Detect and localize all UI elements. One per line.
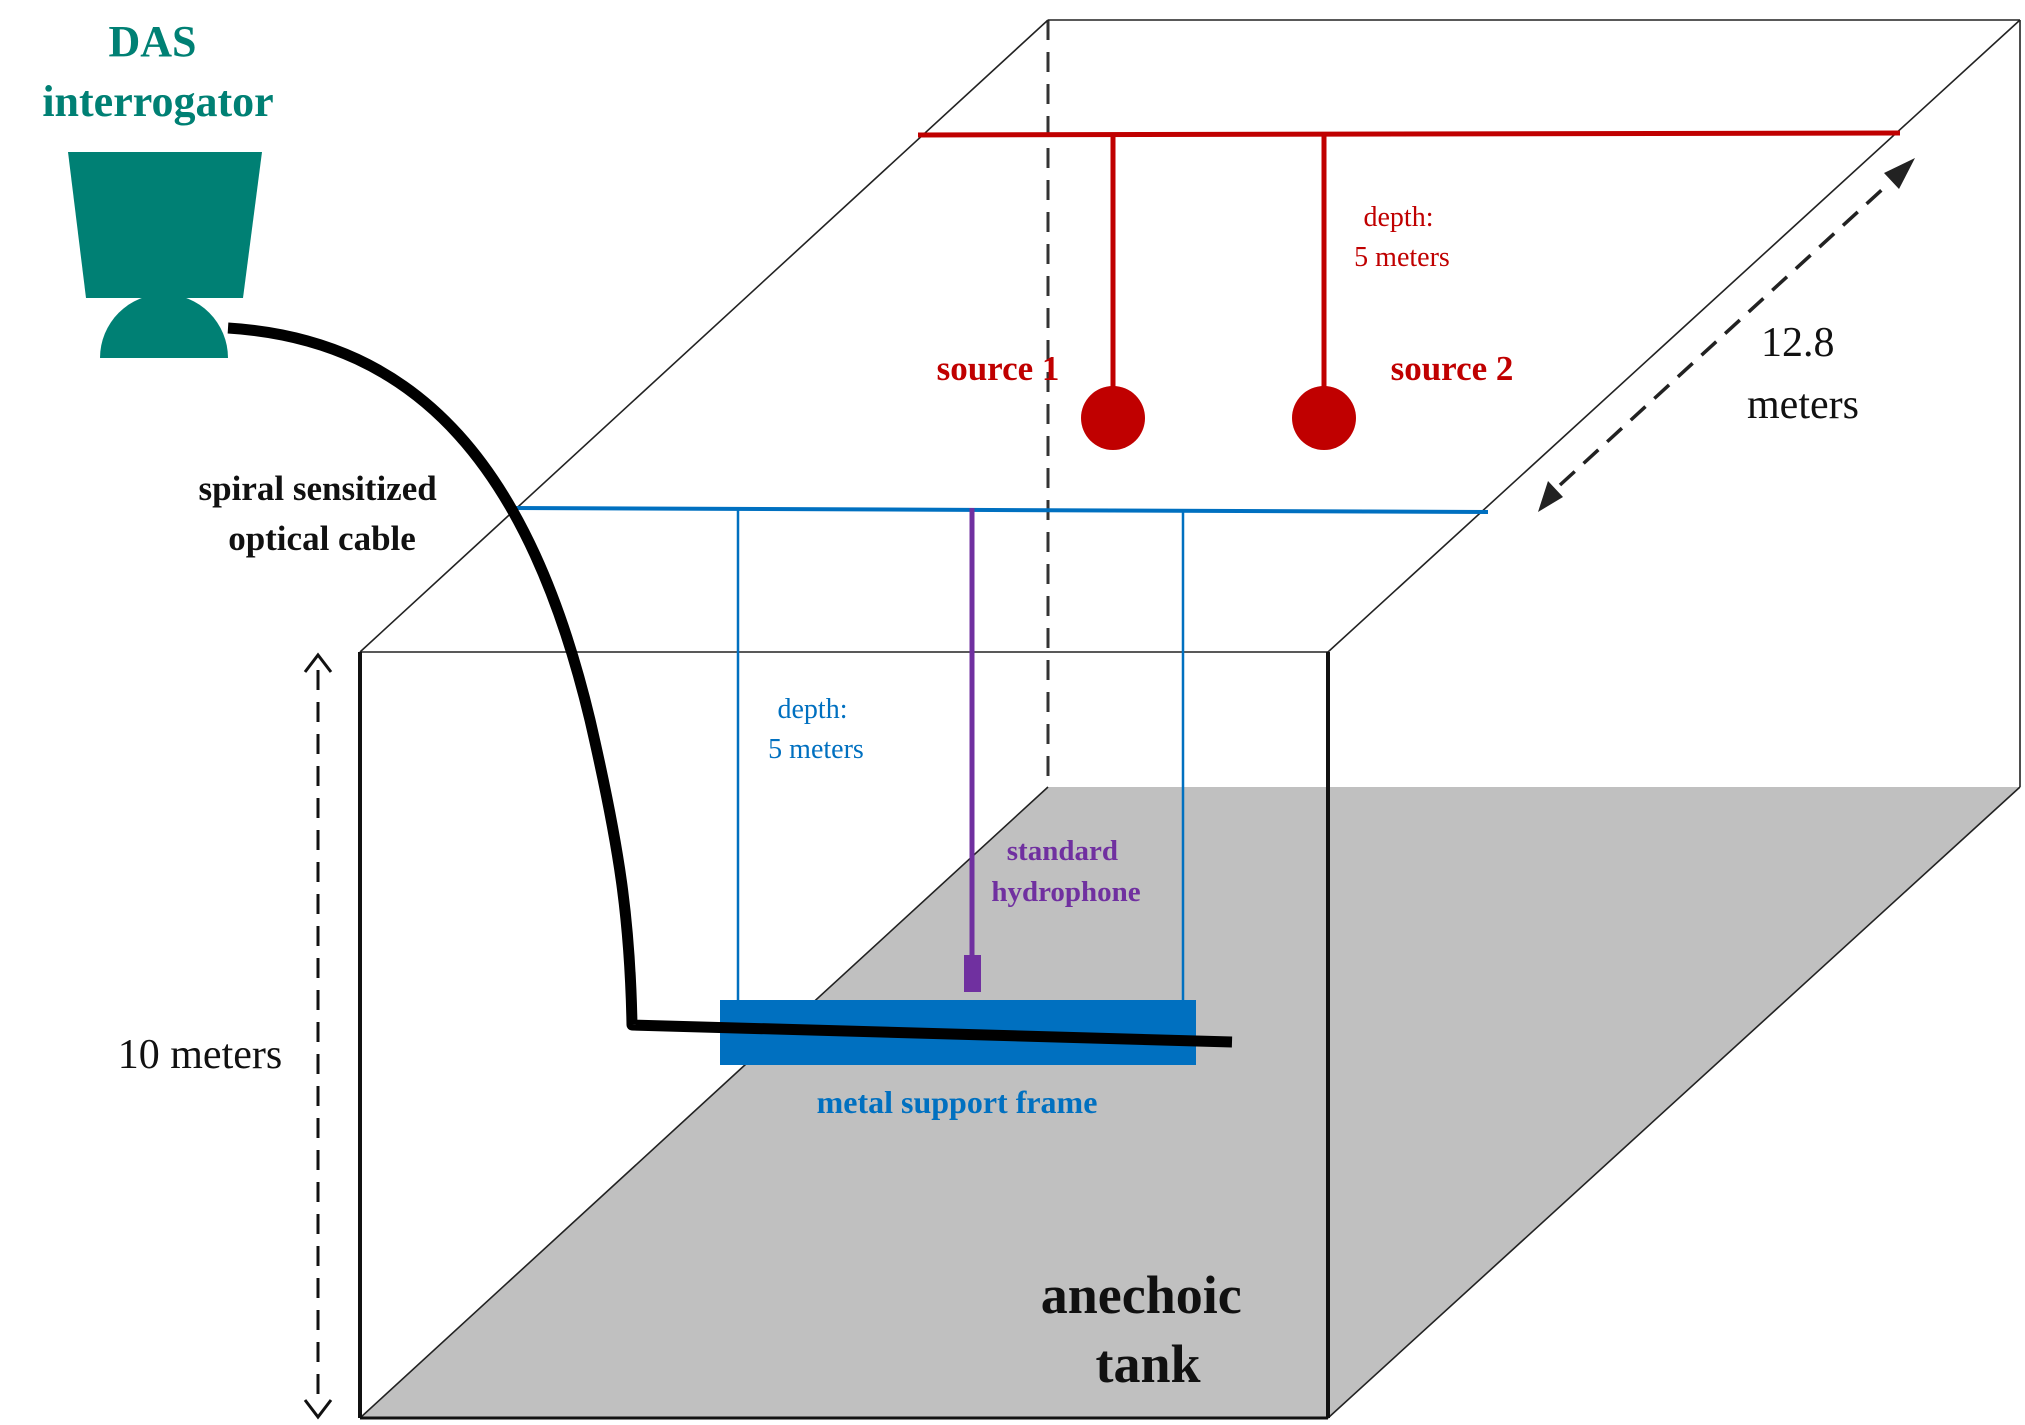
source1-marker (1081, 386, 1145, 450)
source-rig (917, 130, 1901, 410)
interrogator-label: DAS interrogator (42, 17, 273, 126)
width-dimension-label: 12.8 meters (1747, 320, 1859, 428)
das-interrogator-dome (100, 294, 228, 358)
das-interrogator-device (68, 152, 262, 298)
frame-label: metal support frame (817, 1084, 1098, 1120)
hydrophone-label: standard hydrophone (991, 835, 1140, 908)
cable-label: spiral sensitized optical cable (199, 469, 446, 558)
source-depth-label: depth: 5 meters (1354, 202, 1450, 273)
height-dimension-arrow (303, 652, 333, 1420)
source-bar (917, 130, 1901, 138)
source2-marker (1292, 386, 1356, 450)
frame-bar (512, 506, 1489, 514)
hydrophone-body (964, 955, 981, 992)
tank-label: anechoic tank (1041, 1265, 1255, 1394)
tank-floor (360, 787, 2020, 1418)
width-dimension-arrow (1538, 158, 1915, 512)
frame-rig (512, 506, 1489, 1000)
height-dimension-label: 10 meters (118, 1032, 282, 1078)
source2-label: source 2 (1391, 349, 1514, 388)
source1-label: source 1 (937, 349, 1060, 388)
tank-outline (359, 19, 2021, 1419)
optical-cable (227, 322, 1233, 1048)
frame-depth-label: depth: 5 meters (768, 694, 864, 765)
